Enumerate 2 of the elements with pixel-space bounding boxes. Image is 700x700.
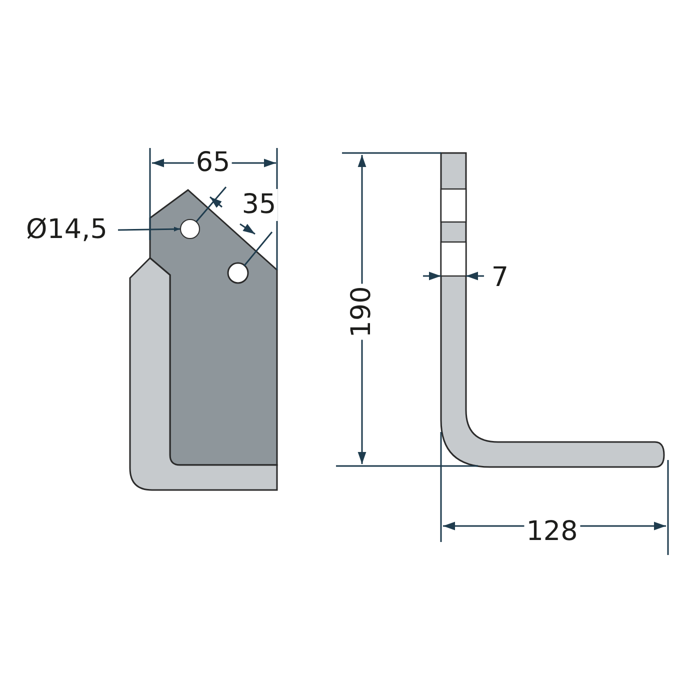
hole-diameter-label: Ø14,5 [26, 212, 108, 248]
leader-line [118, 226, 180, 232]
